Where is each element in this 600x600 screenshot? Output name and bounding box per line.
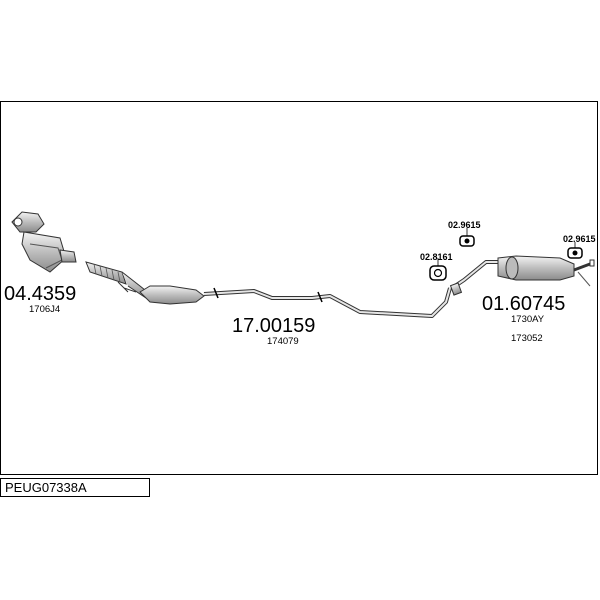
part-number-label: 17.00159 (232, 315, 315, 337)
mounting-clamp-icon[interactable] (429, 258, 447, 281)
accessory-number-label: 02.9615 (448, 220, 481, 230)
accessory-number-label: 02.9615 (563, 234, 596, 244)
middle-pipe-part[interactable] (139, 285, 452, 318)
part-number-label: 01.60745 (482, 293, 565, 315)
oe-code-label: 173052 (511, 333, 543, 344)
reference-code: PEUG07338A (5, 480, 87, 495)
rear-silencer-part[interactable] (449, 255, 595, 296)
diagram-frame (0, 101, 598, 475)
rubber-hanger-icon[interactable] (567, 242, 583, 259)
oe-code-label: 1706J4 (29, 304, 60, 315)
accessory-number-label: 02.8161 (420, 252, 453, 262)
part-number-label: 04.4359 (4, 283, 76, 305)
reference-code-box: PEUG07338A (0, 478, 150, 497)
catalytic-converter-part[interactable] (11, 211, 77, 273)
rubber-hanger-icon[interactable] (459, 228, 475, 247)
oe-code-label: 174079 (267, 336, 299, 347)
oe-code-label: 1730AY (511, 314, 545, 325)
